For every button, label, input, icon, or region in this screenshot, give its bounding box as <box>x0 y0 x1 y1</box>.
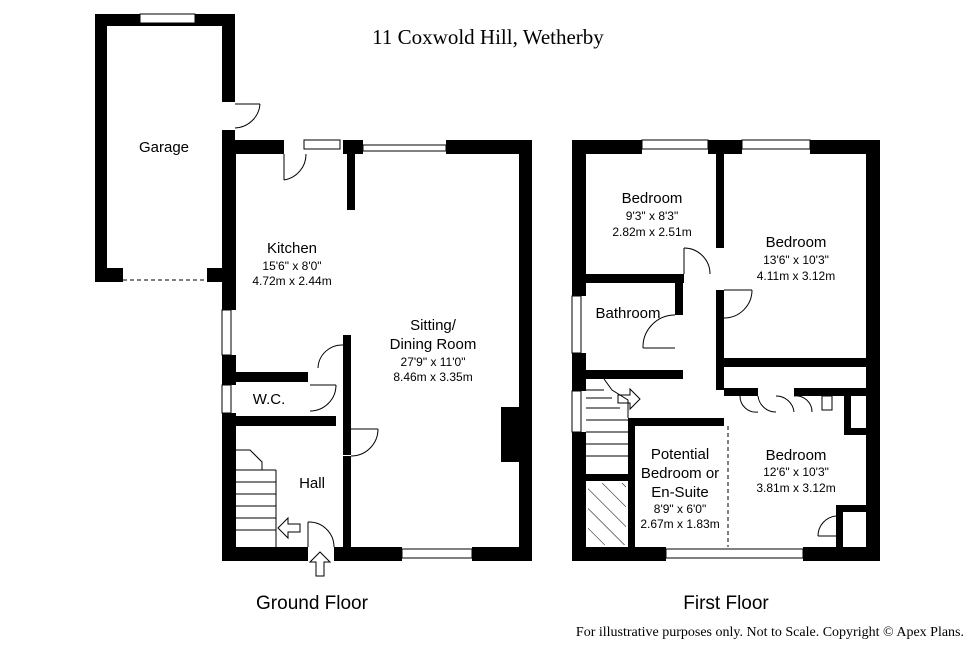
bedroom3-window <box>665 548 804 559</box>
bedroom1-window <box>641 139 709 150</box>
bedroom2-door <box>723 289 753 319</box>
bedroom1-metric: 2.82m x 2.51m <box>612 225 691 239</box>
sitting-room-door <box>350 428 379 457</box>
bedroom3-metric: 3.81m x 3.12m <box>756 481 835 495</box>
potential-imperial: 8'9" x 6'0" <box>654 502 706 516</box>
entry-arrow-icon <box>308 551 332 577</box>
sitting-imperial: 27'9" x 11'0" <box>401 355 466 369</box>
first-floor-plan: Bedroom 9'3" x 8'3" 2.82m x 2.51m Bedroo… <box>571 139 880 614</box>
potential-label-2: Bedroom or <box>641 465 719 482</box>
landing-arrow-icon <box>617 387 641 411</box>
bedroom3-imperial: 12'6" x 10'3" <box>763 465 829 479</box>
bathroom-window <box>571 295 582 354</box>
sitting-room-window <box>401 548 473 559</box>
kitchen-window <box>303 139 341 150</box>
bedroom2-label: Bedroom <box>766 234 827 251</box>
kitchen-imperial: 15'6" x 8'0" <box>262 259 321 273</box>
sitting-label-2: Dining Room <box>390 336 477 353</box>
kitchen-side-window <box>221 309 232 356</box>
potential-label-1: Potential <box>651 446 709 463</box>
wc-window <box>221 384 232 414</box>
patio-doors <box>362 144 447 152</box>
first-floor-label: First Floor <box>683 593 769 614</box>
kitchen-door <box>283 153 307 181</box>
bedroom2-metric: 4.11m x 3.12m <box>757 269 835 283</box>
airing-cupboard-hatch <box>588 483 626 545</box>
kitchen-label: Kitchen <box>267 240 317 257</box>
bedroom2-window <box>741 139 811 150</box>
ground-walls <box>222 140 532 561</box>
hall-label: Hall <box>299 475 325 492</box>
garage-window <box>139 13 196 24</box>
copyright-note: For illustrative purposes only. Not to S… <box>576 625 964 640</box>
sitting-metric: 8.46m x 3.35m <box>393 370 472 384</box>
sitting-label-1: Sitting/ <box>410 317 457 334</box>
bedroom3-label: Bedroom <box>766 447 827 464</box>
first-staircase <box>586 378 629 457</box>
cupboard-door <box>817 515 837 537</box>
bedroom1-door <box>683 247 711 275</box>
ground-staircase <box>236 449 277 547</box>
first-walls <box>572 140 880 561</box>
wardrobe-doors <box>739 395 833 413</box>
bedroom1-imperial: 9'3" x 8'3" <box>626 209 678 223</box>
bathroom-door <box>642 314 676 349</box>
garage-side-door <box>234 103 261 129</box>
stairs-arrow-icon <box>277 516 301 540</box>
ground-floor-plan: Garage Kitchen 15'6" x 8'0" 4.72m x 2.44… <box>95 13 532 614</box>
garage-label: Garage <box>139 139 189 156</box>
wc-label: W.C. <box>253 391 286 408</box>
ground-floor-label: Ground Floor <box>256 593 369 614</box>
landing-window <box>571 390 582 433</box>
potential-label-3: En-Suite <box>651 484 709 501</box>
front-door <box>307 521 335 548</box>
bathroom-label: Bathroom <box>595 305 660 322</box>
bedroom2-imperial: 13'6" x 10'3" <box>763 253 829 267</box>
bedroom1-label: Bedroom <box>622 190 683 207</box>
potential-metric: 2.67m x 1.83m <box>640 517 719 531</box>
kitchen-metric: 4.72m x 2.44m <box>252 274 331 288</box>
property-title: 11 Coxwold Hill, Wetherby <box>372 25 604 49</box>
wc-door <box>309 344 344 412</box>
